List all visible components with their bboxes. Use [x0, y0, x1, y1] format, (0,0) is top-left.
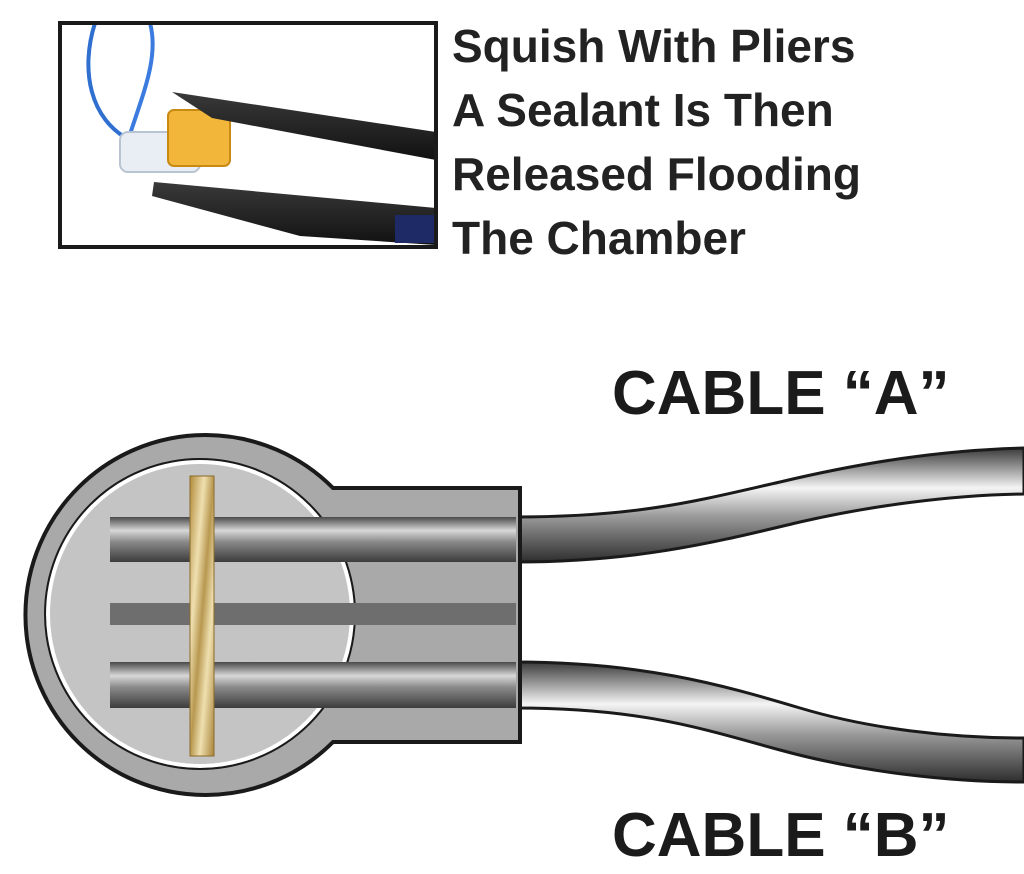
- plier-jaw-lower-icon: [152, 182, 436, 245]
- instruction-line-3: Released Flooding: [452, 148, 861, 200]
- wire-middle: [110, 603, 516, 625]
- cable-b: [513, 660, 1024, 784]
- instruction-line-1: Squish With Pliers: [452, 20, 856, 72]
- cable-b-label: CABLE “B”: [612, 801, 950, 870]
- sealant-gel-icon: [167, 109, 231, 167]
- pliers-photo: [58, 21, 438, 249]
- plier-jaw-upper-icon: [172, 92, 436, 160]
- cable-a-label: CABLE “A”: [612, 359, 950, 428]
- photo-frame: [58, 21, 438, 249]
- instruction-text: Squish With Pliers A Sealant Is Then Rel…: [452, 14, 1012, 270]
- wire-bottom: [110, 662, 516, 708]
- cable-a: [513, 446, 1024, 564]
- internal-wires: [110, 517, 516, 708]
- blue-wire-icon: [86, 23, 131, 142]
- wire-top: [110, 517, 516, 562]
- instruction-line-2: A Sealant Is Then: [452, 84, 834, 136]
- instruction-line-4: The Chamber: [452, 212, 746, 264]
- contact-blade-icon: [189, 475, 215, 757]
